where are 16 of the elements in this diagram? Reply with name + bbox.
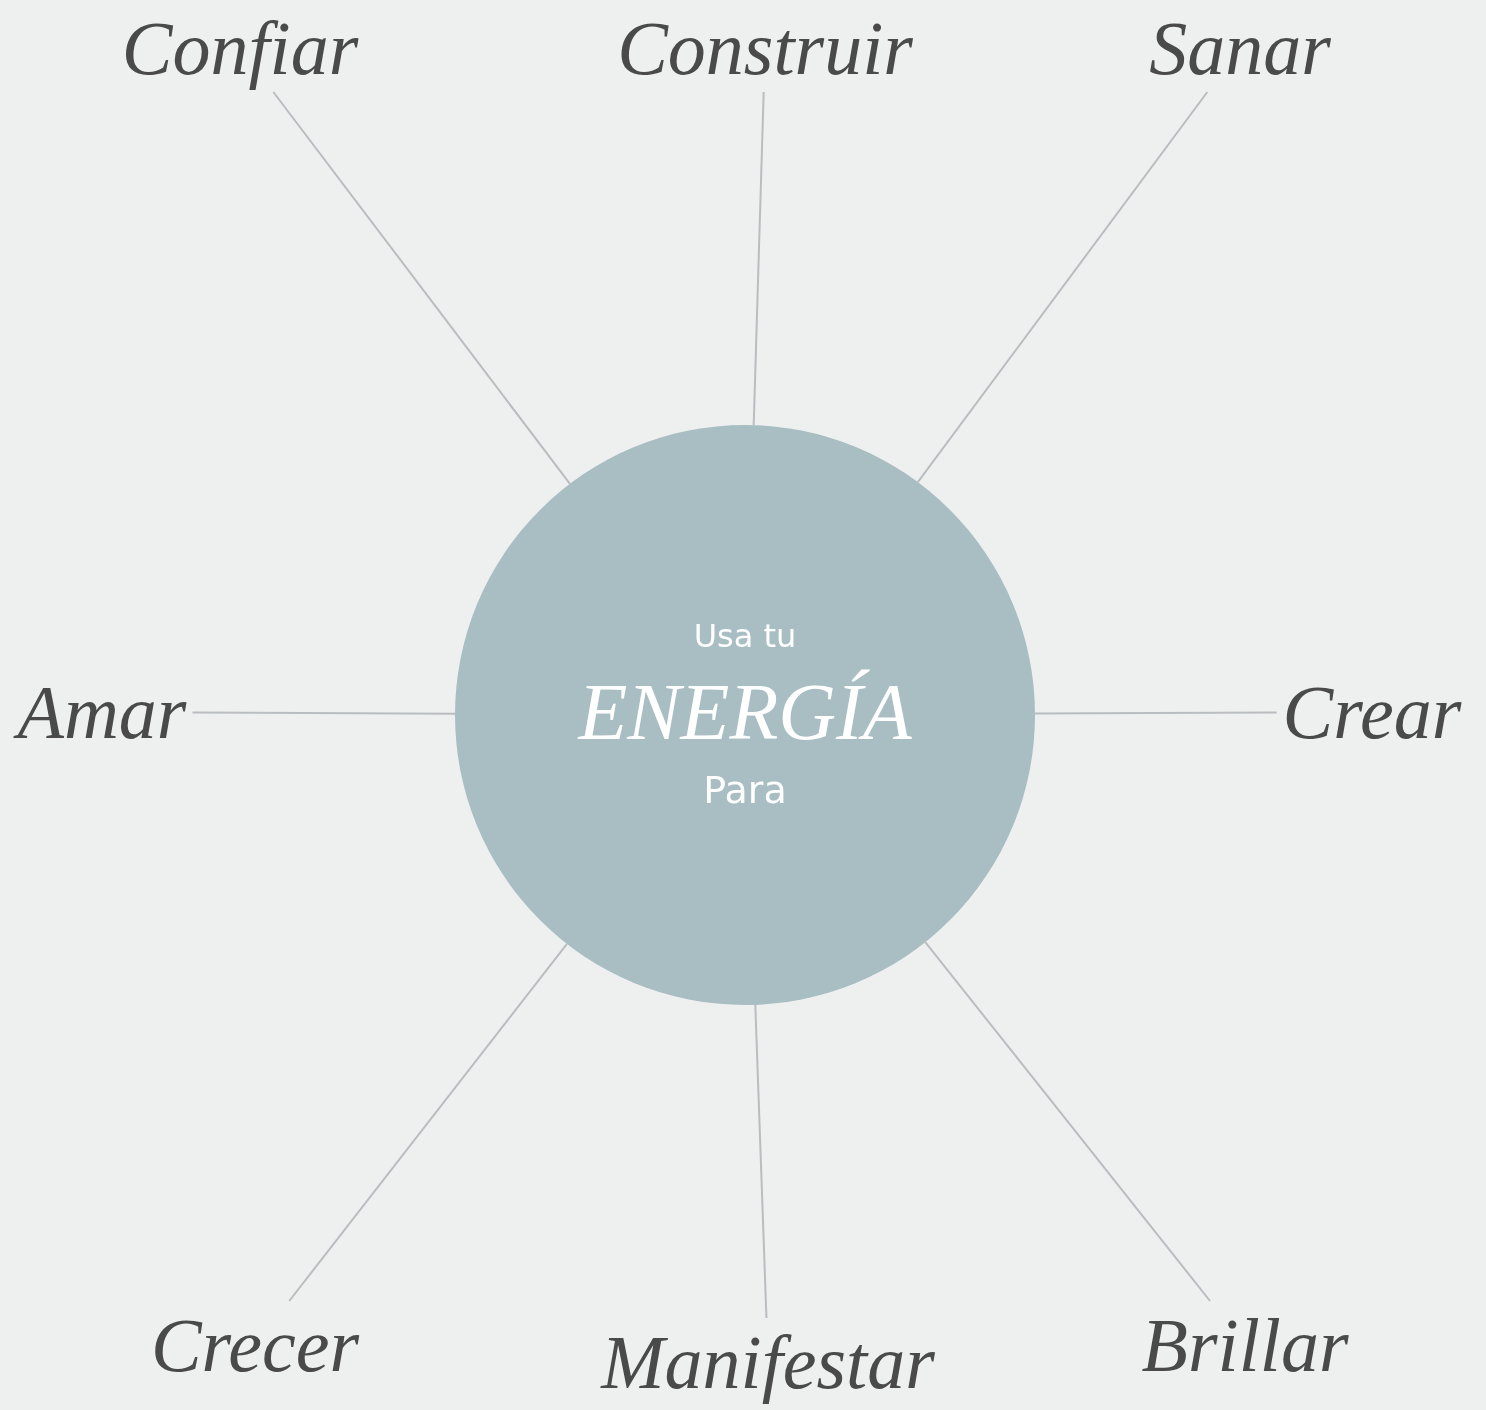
connector-line [288,942,568,1302]
word-label: Sanar [1149,10,1331,86]
connector-line [1034,711,1278,715]
sub-text: Para [703,769,787,812]
connector-line [191,711,456,715]
word-label: Crear [1282,674,1462,750]
connector-line [924,941,1212,1302]
keyword: ENERGÍA [578,667,912,756]
word-label: Crecer [150,1307,360,1383]
intro-text: Usa tu [693,618,797,654]
word-label: Brillar [1141,1307,1349,1383]
connector-line [752,91,765,427]
connector-line [916,91,1209,484]
word-label: Construir [617,10,913,86]
connector-line [272,91,571,485]
connector-line [754,1003,768,1319]
